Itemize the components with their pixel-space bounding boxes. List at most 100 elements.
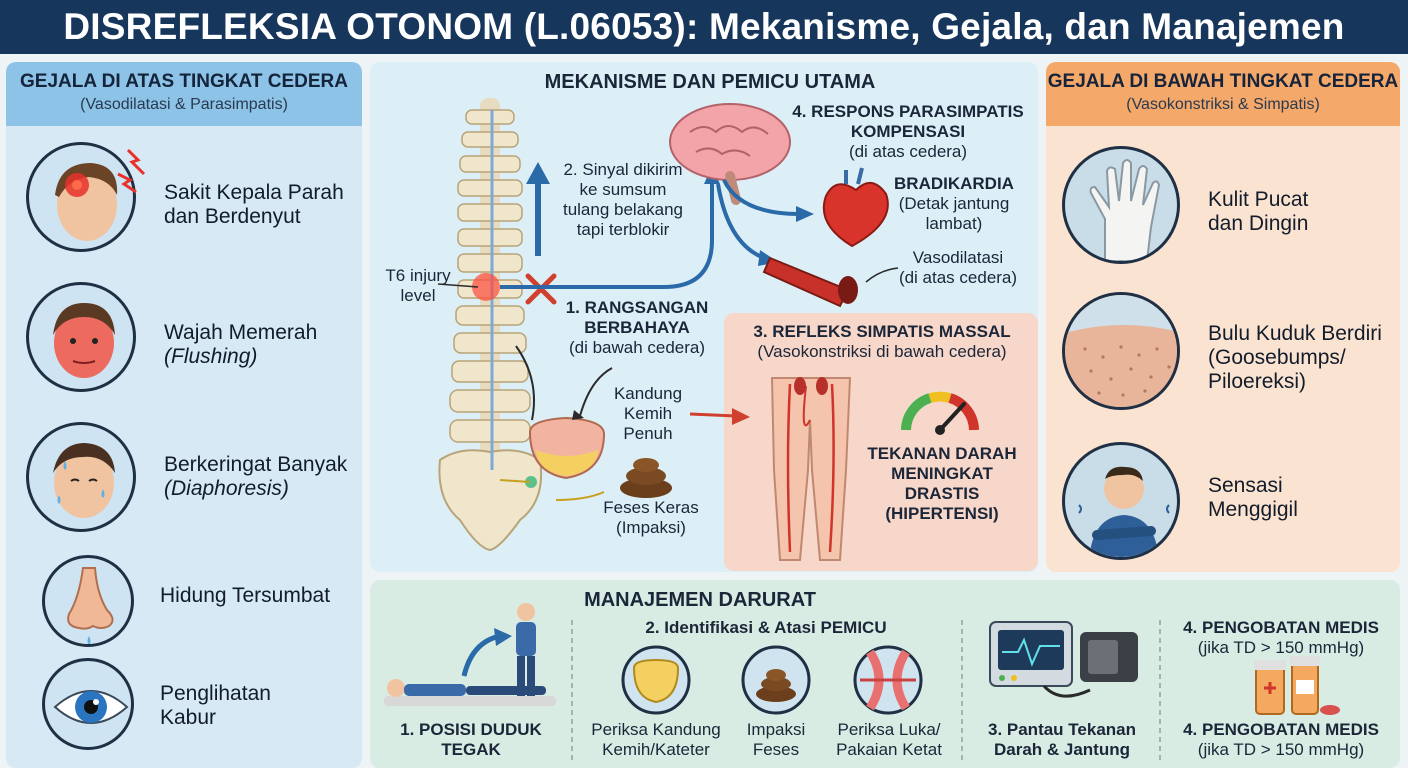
symptom-goosebumps-line2: (Goosebumps/ xyxy=(1208,346,1346,369)
feces-impaction-line1: Impaksi xyxy=(746,720,806,739)
feces-impaction-label: Impaksi Feses xyxy=(734,720,818,760)
step1-title-line2: BERBAHAYA xyxy=(584,318,690,337)
shivering-person-icon xyxy=(1062,442,1180,560)
hypertension-line3: DRASTIS xyxy=(904,484,980,503)
step2-line4: tapi terblokir xyxy=(576,220,670,239)
tight-clothing-line2: Pakaian Ketat xyxy=(836,740,942,759)
step4-subtitle: (di atas cedera) xyxy=(848,142,968,161)
monitor-bp-label: 3. Pantau Tekanan Darah & Jantung xyxy=(966,720,1158,760)
hypertension-line1: TEKANAN DARAH xyxy=(867,444,1017,463)
bradycardia-sub-line2: lambat) xyxy=(925,214,983,233)
upright-position-line2: TEGAK xyxy=(441,740,501,759)
symptom-blurred-vision: Penglihatan Kabur xyxy=(160,682,271,730)
flushed-face-icon xyxy=(26,282,136,392)
feces-impaction-line2: Feses xyxy=(752,740,800,759)
step4-title-line1: 4. RESPONS PARASIMPATIS xyxy=(792,102,1024,121)
bladder-line1: Kandung xyxy=(613,384,683,403)
symptom-nasal-congestion: Hidung Tersumbat xyxy=(160,584,331,607)
step2-line2: ke sumsum xyxy=(579,180,667,199)
symptom-goosebumps: Bulu Kuduk Berdiri (Goosebumps/ Piloerek… xyxy=(1208,322,1382,394)
symptom-shivering-line1: Sensasi xyxy=(1208,474,1283,497)
medical-treatment-bottom-title: 4. PENGOBATAN MEDIS xyxy=(1183,720,1379,739)
vasodilation-line2: (di atas cedera) xyxy=(898,268,1018,287)
feces-line2: (Impaksi) xyxy=(616,518,686,537)
medical-treatment-top-label: 4. PENGOBATAN MEDIS (jika TD > 150 mmHg) xyxy=(1164,618,1398,658)
symptom-blurred-vision-line2: Kabur xyxy=(160,706,217,729)
headache-icon xyxy=(26,142,136,252)
hypertension-line4: (HIPERTENSI) xyxy=(885,504,999,523)
step3-mass-reflex-label: 3. REFLEKS SIMPATIS MASSAL (Vasokonstrik… xyxy=(730,322,1034,362)
mechanism-title: MEKANISME DAN PEMICU UTAMA xyxy=(544,71,876,93)
symptoms-below-subtitle: (Vasokonstriksi & Simpatis) xyxy=(1126,96,1320,113)
symptoms-below-header: GEJALA DI BAWAH TINGKAT CEDERA (Vasokons… xyxy=(1046,62,1400,126)
injury-level-label: T6 injury level xyxy=(372,266,464,306)
goosebumps-skin-icon xyxy=(1062,292,1180,410)
step3-subtitle: (Vasokonstriksi di bawah cedera) xyxy=(757,342,1007,361)
symptoms-above-injury-panel: GEJALA DI ATAS TINGKAT CEDERA (Vasodilat… xyxy=(6,62,362,768)
step4-parasympathetic-label: 4. RESPONS PARASIMPATIS KOMPENSASI (di a… xyxy=(780,102,1036,162)
symptoms-above-subtitle: (Vasodilatasi & Parasimpatis) xyxy=(80,96,288,113)
step1-subtitle: (di bawah cedera) xyxy=(568,338,706,357)
symptoms-below-injury-panel: GEJALA DI BAWAH TINGKAT CEDERA (Vasokons… xyxy=(1046,62,1400,572)
bradycardia-label: BRADIKARDIA (Detak jantung lambat) xyxy=(884,174,1024,234)
medical-treatment-top-title: 4. PENGOBATAN MEDIS xyxy=(1183,618,1379,637)
symptom-flushing-line1: Wajah Memerah xyxy=(164,321,318,344)
symptom-goosebumps-line1: Bulu Kuduk Berdiri xyxy=(1208,322,1382,345)
injury-level-label-line1: T6 injury xyxy=(385,266,451,285)
injury-level-label-line2: level xyxy=(400,286,436,305)
step2-line1: 2. Sinyal dikirim xyxy=(563,160,683,179)
feces-line1: Feses Keras xyxy=(603,498,699,517)
medical-treatment-bottom-label: 4. PENGOBATAN MEDIS (jika TD > 150 mmHg) xyxy=(1164,720,1398,760)
tight-clothing-line1: Periksa Luka/ xyxy=(837,720,941,739)
symptoms-above-header: GEJALA DI ATAS TINGKAT CEDERA (Vasodilat… xyxy=(6,62,362,126)
symptom-flushing-line2: (Flushing) xyxy=(164,345,258,368)
tight-clothing-label: Periksa Luka/ Pakaian Ketat xyxy=(822,720,956,760)
nose-icon xyxy=(42,555,134,647)
symptom-goosebumps-line3: Piloereksi) xyxy=(1208,370,1307,393)
symptom-flushing: Wajah Memerah (Flushing) xyxy=(164,321,317,369)
monitor-bp-line2: Darah & Jantung xyxy=(993,740,1131,759)
symptom-pale-skin-line1: Kulit Pucat xyxy=(1208,188,1309,211)
upright-position-line1: 1. POSISI DUDUK xyxy=(400,720,542,739)
symptom-sweating: Berkeringat Banyak (Diaphoresis) xyxy=(164,453,347,501)
symptom-pale-skin-line2: dan Dingin xyxy=(1208,212,1309,235)
step1-title-line1: 1. RANGSANGAN xyxy=(565,298,709,317)
hypertension-label: TEKANAN DARAH MENINGKAT DRASTIS (HIPERTE… xyxy=(862,444,1022,524)
step3-title: 3. REFLEKS SIMPATIS MASSAL xyxy=(753,322,1011,341)
symptoms-below-title: GEJALA DI BAWAH TINGKAT CEDERA xyxy=(1047,71,1399,92)
sweating-face-icon xyxy=(26,422,136,532)
emergency-management-title: MANAJEMEN DARURAT xyxy=(584,589,816,611)
bradycardia-title: BRADIKARDIA xyxy=(894,174,1014,193)
upright-position-label: 1. POSISI DUDUK TEGAK xyxy=(380,720,562,760)
bladder-check-line2: Kemih/Kateter xyxy=(602,740,710,759)
symptom-headache: Sakit Kepala Parah dan Berdenyut xyxy=(164,181,344,229)
monitor-bp-line1: 3. Pantau Tekanan xyxy=(987,720,1136,739)
hypertension-line2: MENINGKAT xyxy=(891,464,993,483)
bladder-line3: Penuh xyxy=(623,424,673,443)
symptom-headache-line2: dan Berdenyut xyxy=(164,205,301,228)
symptom-sweating-line2: (Diaphoresis) xyxy=(164,477,289,500)
vasodilation-label: Vasodilatasi (di atas cedera) xyxy=(880,248,1036,288)
full-bladder-label: Kandung Kemih Penuh xyxy=(608,384,688,444)
medical-treatment-top-sub: (jika TD > 150 mmHg) xyxy=(1197,638,1365,657)
step2-signal-label: 2. Sinyal dikirim ke sumsum tulang belak… xyxy=(540,160,706,240)
bradycardia-sub-line1: (Detak jantung xyxy=(898,194,1010,213)
symptoms-above-title: GEJALA DI ATAS TINGKAT CEDERA xyxy=(20,71,348,92)
bladder-check-label: Periksa Kandung Kemih/Kateter xyxy=(578,720,734,760)
step1-noxious-stimulus-label: 1. RANGSANGAN BERBAHAYA (di bawah cedera… xyxy=(546,298,728,358)
bladder-check-line1: Periksa Kandung xyxy=(591,720,721,739)
symptom-blurred-vision-line1: Penglihatan xyxy=(160,682,271,705)
bladder-line2: Kemih xyxy=(623,404,673,423)
eye-icon xyxy=(42,658,134,750)
symptom-pale-skin: Kulit Pucat dan Dingin xyxy=(1208,188,1308,236)
symptom-shivering-line2: Menggigil xyxy=(1208,498,1298,521)
symptom-headache-line1: Sakit Kepala Parah xyxy=(164,181,344,204)
symptom-shivering: Sensasi Menggigil xyxy=(1208,474,1298,522)
page-title: DISREFLEKSIA OTONOM (L.06053): Mekanisme… xyxy=(0,0,1408,54)
symptom-sweating-line1: Berkeringat Banyak xyxy=(164,453,348,476)
medical-treatment-bottom-sub: (jika TD > 150 mmHg) xyxy=(1197,740,1365,759)
step4-title-line2: KOMPENSASI xyxy=(850,122,966,141)
pale-hand-icon xyxy=(1062,146,1180,264)
hard-feces-label: Feses Keras (Impaksi) xyxy=(592,498,710,538)
identify-trigger-title: 2. Identifikasi & Atasi PEMICU xyxy=(645,618,887,637)
